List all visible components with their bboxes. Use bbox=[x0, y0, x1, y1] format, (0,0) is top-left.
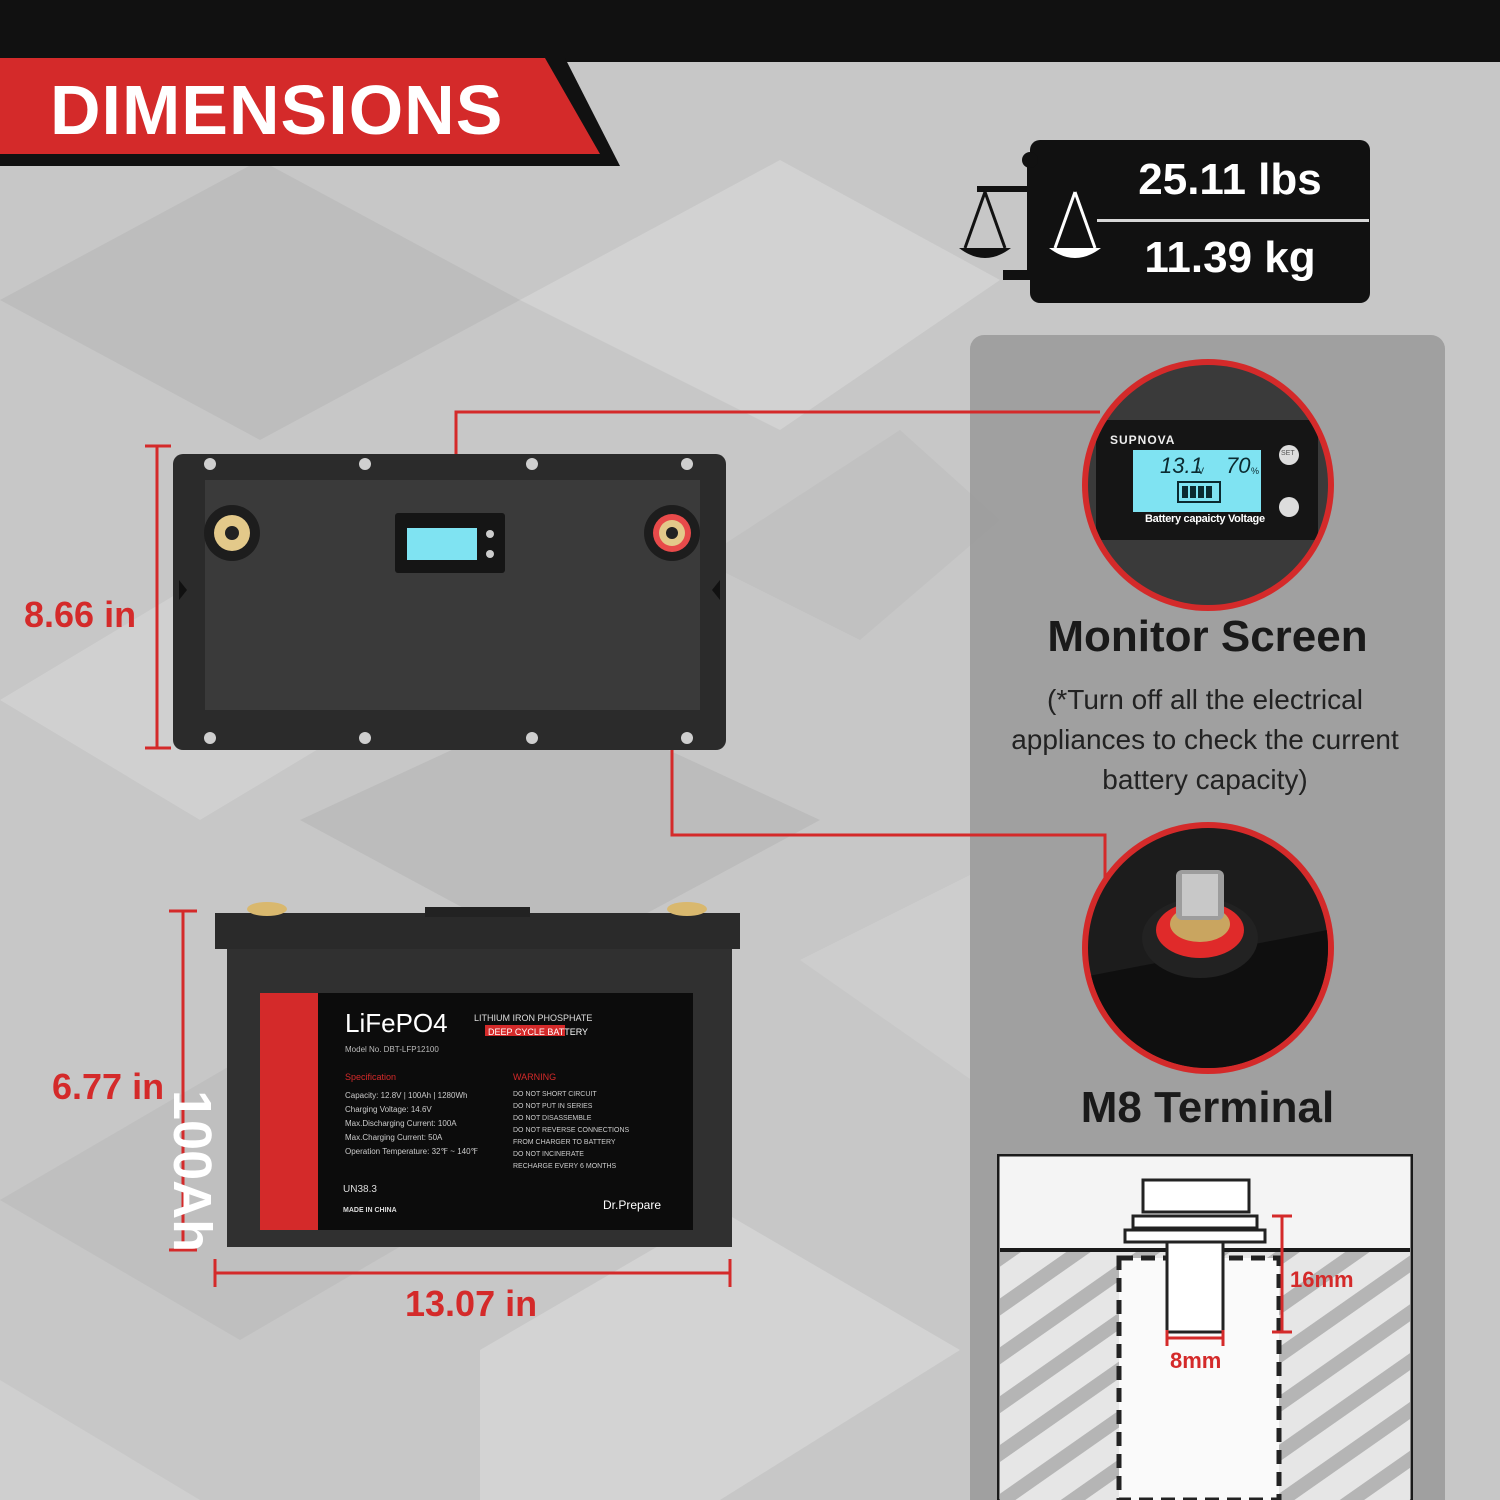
chem-sub2: DEEP CYCLE BATTERY bbox=[488, 1027, 589, 1037]
spec-title: Specification bbox=[345, 1072, 397, 1082]
warning-item: RECHARGE EVERY 6 MONTHS bbox=[513, 1163, 617, 1170]
spec-list: Capacity: 12.8V | 100Ah | 1280Wh Chargin… bbox=[345, 1089, 478, 1159]
title-banner bbox=[0, 58, 620, 166]
monitor-brand: SUPNOVA bbox=[1110, 433, 1176, 447]
dimension-height-top: 8.66 in bbox=[24, 594, 137, 635]
battery-top-view bbox=[145, 444, 726, 750]
terminal-depth-label: 16mm bbox=[1290, 1267, 1354, 1292]
dimension-height-front: 6.77 in bbox=[52, 1066, 165, 1107]
scale-icon bbox=[959, 152, 1101, 280]
terminal-title: M8 Terminal bbox=[1080, 1083, 1335, 1132]
monitor-title: Monitor Screen bbox=[1047, 612, 1368, 661]
model-number: Model No. DBT-LFP12100 bbox=[345, 1045, 439, 1054]
warning-item: DO NOT REVERSE CONNECTIONS bbox=[513, 1127, 630, 1134]
capacity-label: 100Ah bbox=[162, 1090, 222, 1253]
spec-item: Max.Discharging Current: 100A bbox=[345, 1119, 457, 1128]
page-title: DIMENSIONS bbox=[50, 71, 504, 149]
chem-sub1: LITHIUM IRON PHOSPHATE bbox=[474, 1013, 593, 1023]
terminal-diameter-label: 8mm bbox=[1170, 1348, 1222, 1373]
chem-label: LiFePO4 bbox=[345, 1008, 448, 1038]
monitor-voltage-unit: V bbox=[1198, 466, 1205, 476]
monitor-caption: Battery capaicty Voltage bbox=[1145, 513, 1265, 525]
warning-item: DO NOT INCINERATE bbox=[513, 1151, 584, 1158]
battery-front-view bbox=[169, 902, 740, 1287]
spec-item: Operation Temperature: 32℉ ~ 140℉ bbox=[345, 1147, 479, 1156]
top-bar bbox=[0, 0, 1500, 62]
warning-item: FROM CHARGER TO BATTERY bbox=[513, 1139, 616, 1146]
monitor-set-label: SET bbox=[1281, 450, 1295, 457]
spec-item: Charging Voltage: 14.6V bbox=[345, 1105, 432, 1114]
monitor-closeup bbox=[1082, 359, 1334, 611]
monitor-note: (*Turn off all the electrical appliances… bbox=[1011, 684, 1399, 795]
warning-item: DO NOT PUT IN SERIES bbox=[513, 1103, 593, 1110]
monitor-voltage: 13.1 bbox=[1160, 453, 1203, 478]
terminal-closeup bbox=[1082, 822, 1334, 1074]
terminal-cross-section bbox=[997, 1154, 1413, 1500]
warning-item: DO NOT SHORT CIRCUIT bbox=[513, 1091, 597, 1098]
brand-label: Dr.Prepare bbox=[603, 1198, 662, 1212]
cert-label: UN38.3 bbox=[343, 1184, 377, 1195]
warning-list: DO NOT SHORT CIRCUIT DO NOT PUT IN SERIE… bbox=[513, 1089, 629, 1173]
weight-divider bbox=[1097, 219, 1369, 222]
weight-lbs: 25.11 lbs bbox=[1138, 155, 1322, 204]
monitor-percent-unit: % bbox=[1251, 466, 1260, 476]
warning-title: WARNING bbox=[513, 1072, 557, 1082]
spec-item: Max.Charging Current: 50A bbox=[345, 1133, 443, 1142]
dimension-length: 13.07 in bbox=[405, 1283, 538, 1324]
warning-item: DO NOT DISASSEMBLE bbox=[513, 1115, 592, 1122]
monitor-percent: 70 bbox=[1226, 453, 1251, 478]
origin-label: MADE IN CHINA bbox=[343, 1207, 397, 1214]
spec-item: Capacity: 12.8V | 100Ah | 1280Wh bbox=[345, 1091, 468, 1100]
weight-kg: 11.39 kg bbox=[1144, 233, 1316, 282]
